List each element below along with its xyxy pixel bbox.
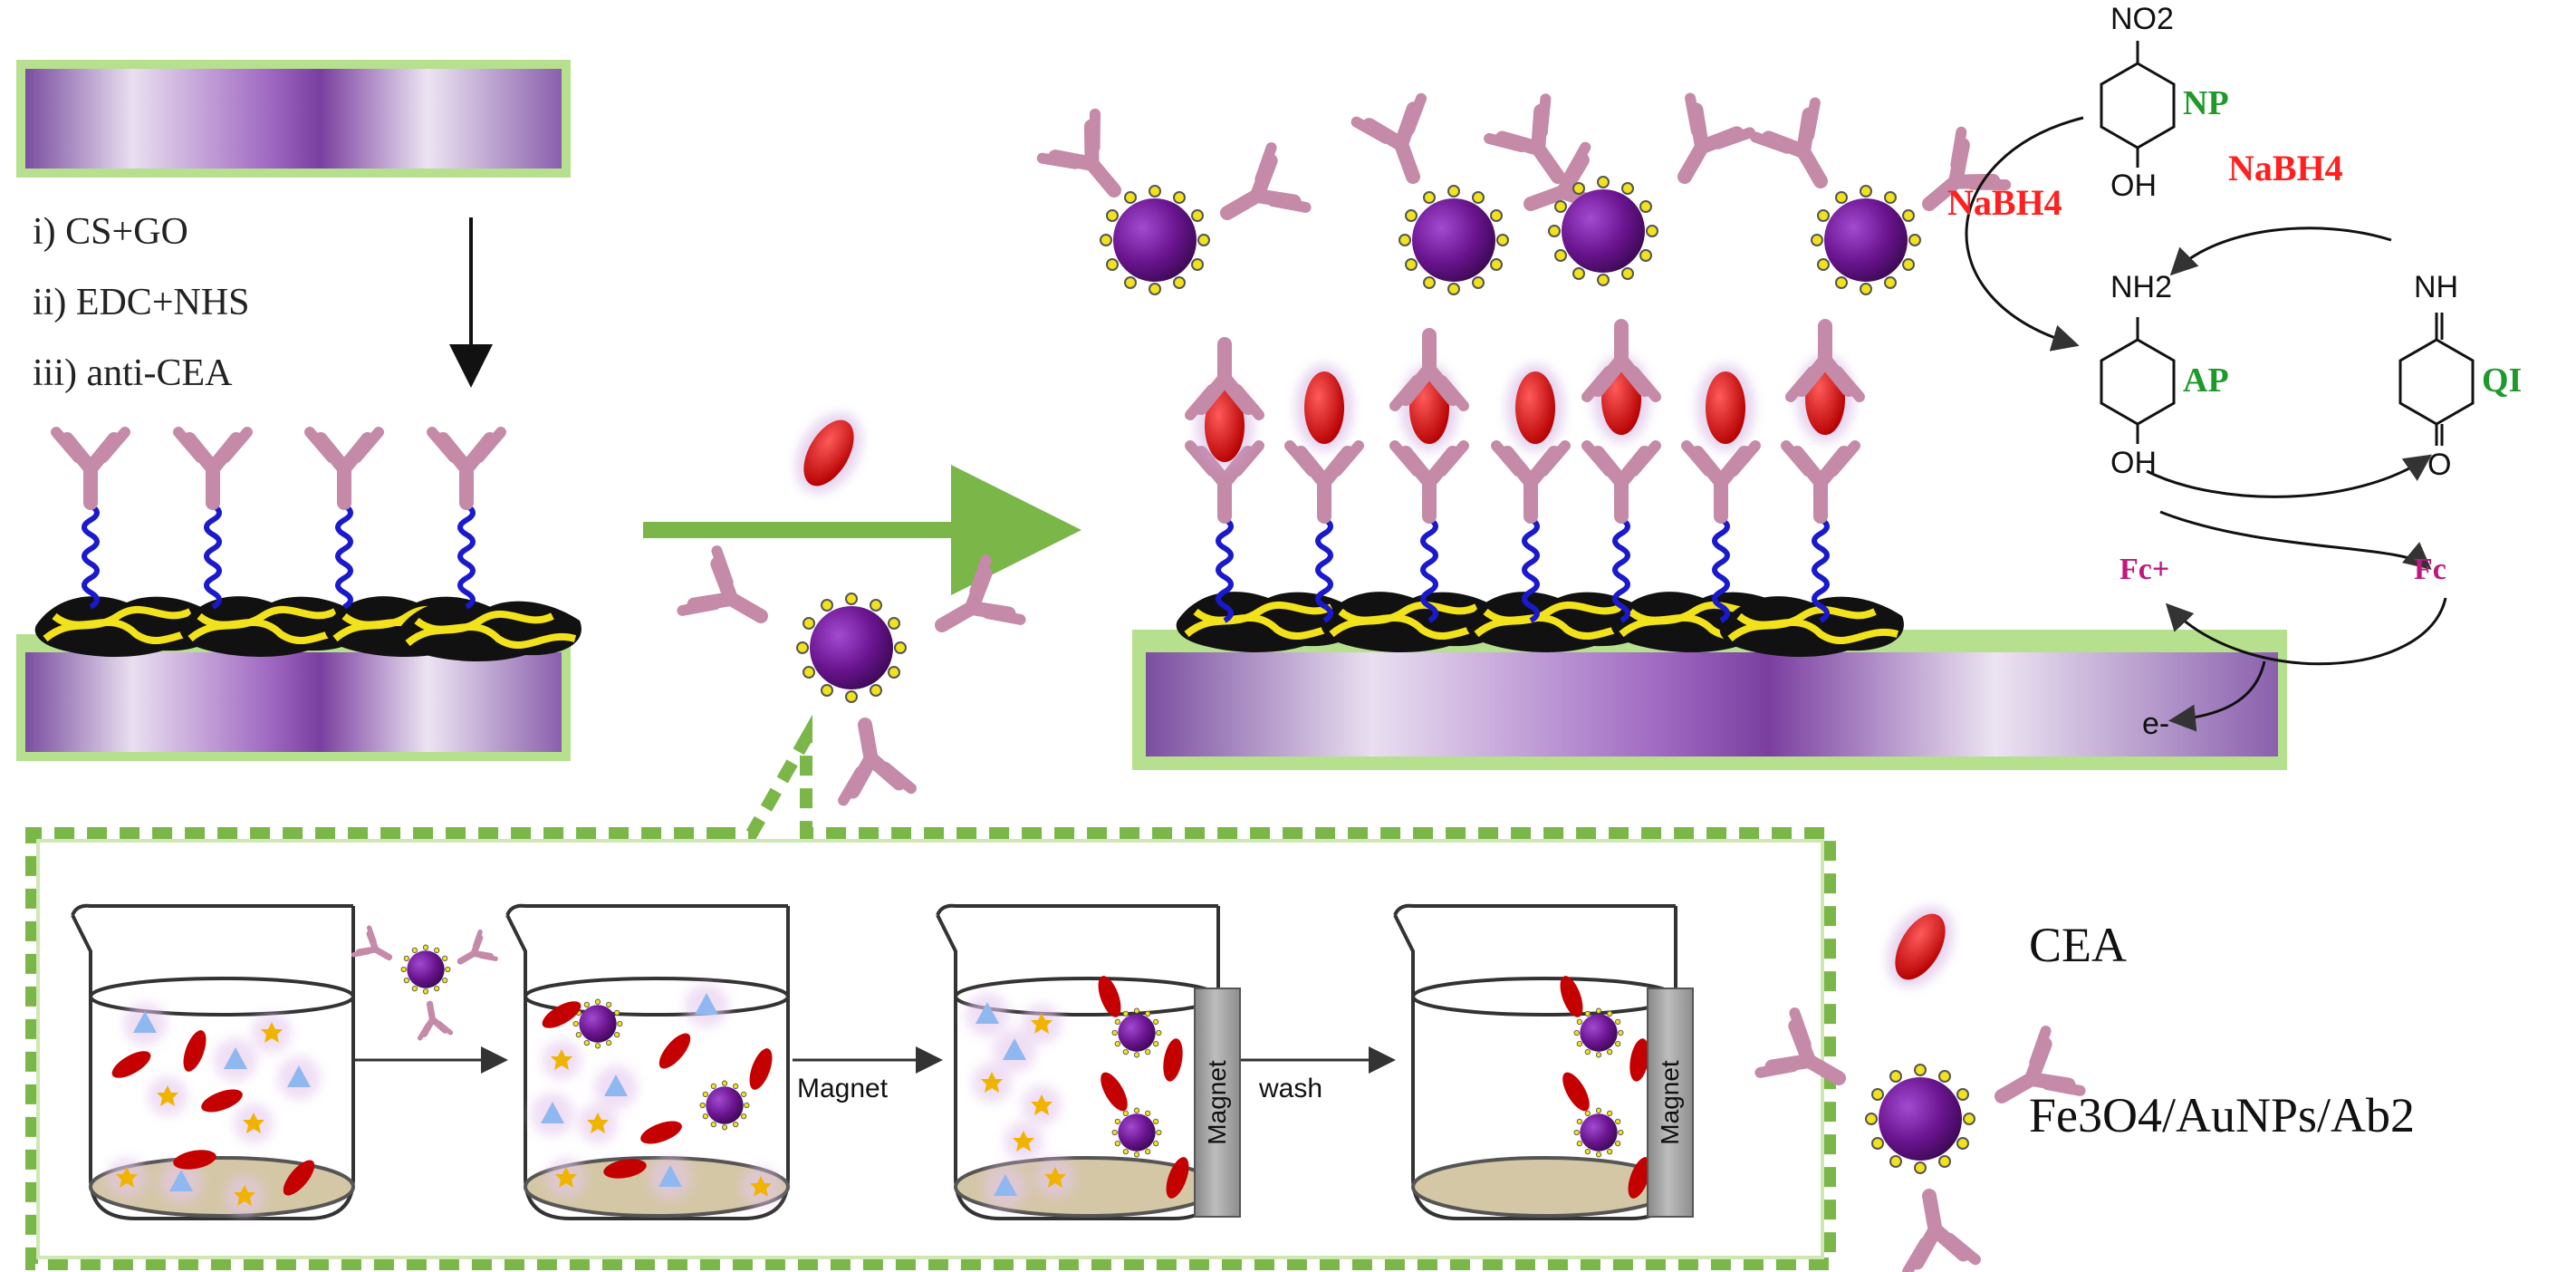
nabh4-right-label: NaBH4 [2228,148,2343,188]
nh-label: NH [2414,270,2459,304]
nabh4-left-label: NaBH4 [1947,182,2062,223]
qi-label: QI [2482,361,2523,400]
beaker-contents [107,928,1651,1216]
electron-label: e- [2142,707,2170,741]
reaction-scheme [1965,41,2475,732]
fc-plus-label: Fc+ [2119,553,2170,586]
step-1-label: i) CS+GO [33,211,188,253]
oh-np-label: OH [2110,169,2157,203]
nitro-group-label: NO2 [2110,2,2174,36]
magnet-block-2: Magnet [1647,988,1694,1218]
step-3-label: iii) anti-CEA [33,352,233,394]
cea-molecule [782,400,875,505]
oh-ap-label: OH [2110,446,2157,480]
legend-cea-icon [1873,894,1966,998]
top-electrode [16,60,571,178]
ap-label: AP [2183,361,2229,400]
zoom-callout-outline [25,714,1836,1270]
legend-cea-label: CEA [2029,918,2127,972]
step-2-label: ii) EDC+NHS [33,282,250,323]
right-graphene-layer [1177,592,1904,657]
o-label: O [2427,448,2452,482]
wash-arrow-label: wash [1259,1074,1323,1103]
magnet-arrow-label: Magnet [797,1074,889,1103]
right-electrode [1132,630,2287,770]
left-antibodies [56,432,501,607]
magnet-block-1: Magnet [1194,988,1241,1218]
legend-probe-label: Fe3O4/AuNPs/Ab2 [2029,1088,2416,1142]
fc-label: Fc [2414,553,2446,586]
probe-free [682,551,1020,800]
sandwich-complexes [1043,98,2005,621]
np-label: NP [2183,84,2229,122]
nh2-label: NH2 [2110,270,2173,304]
